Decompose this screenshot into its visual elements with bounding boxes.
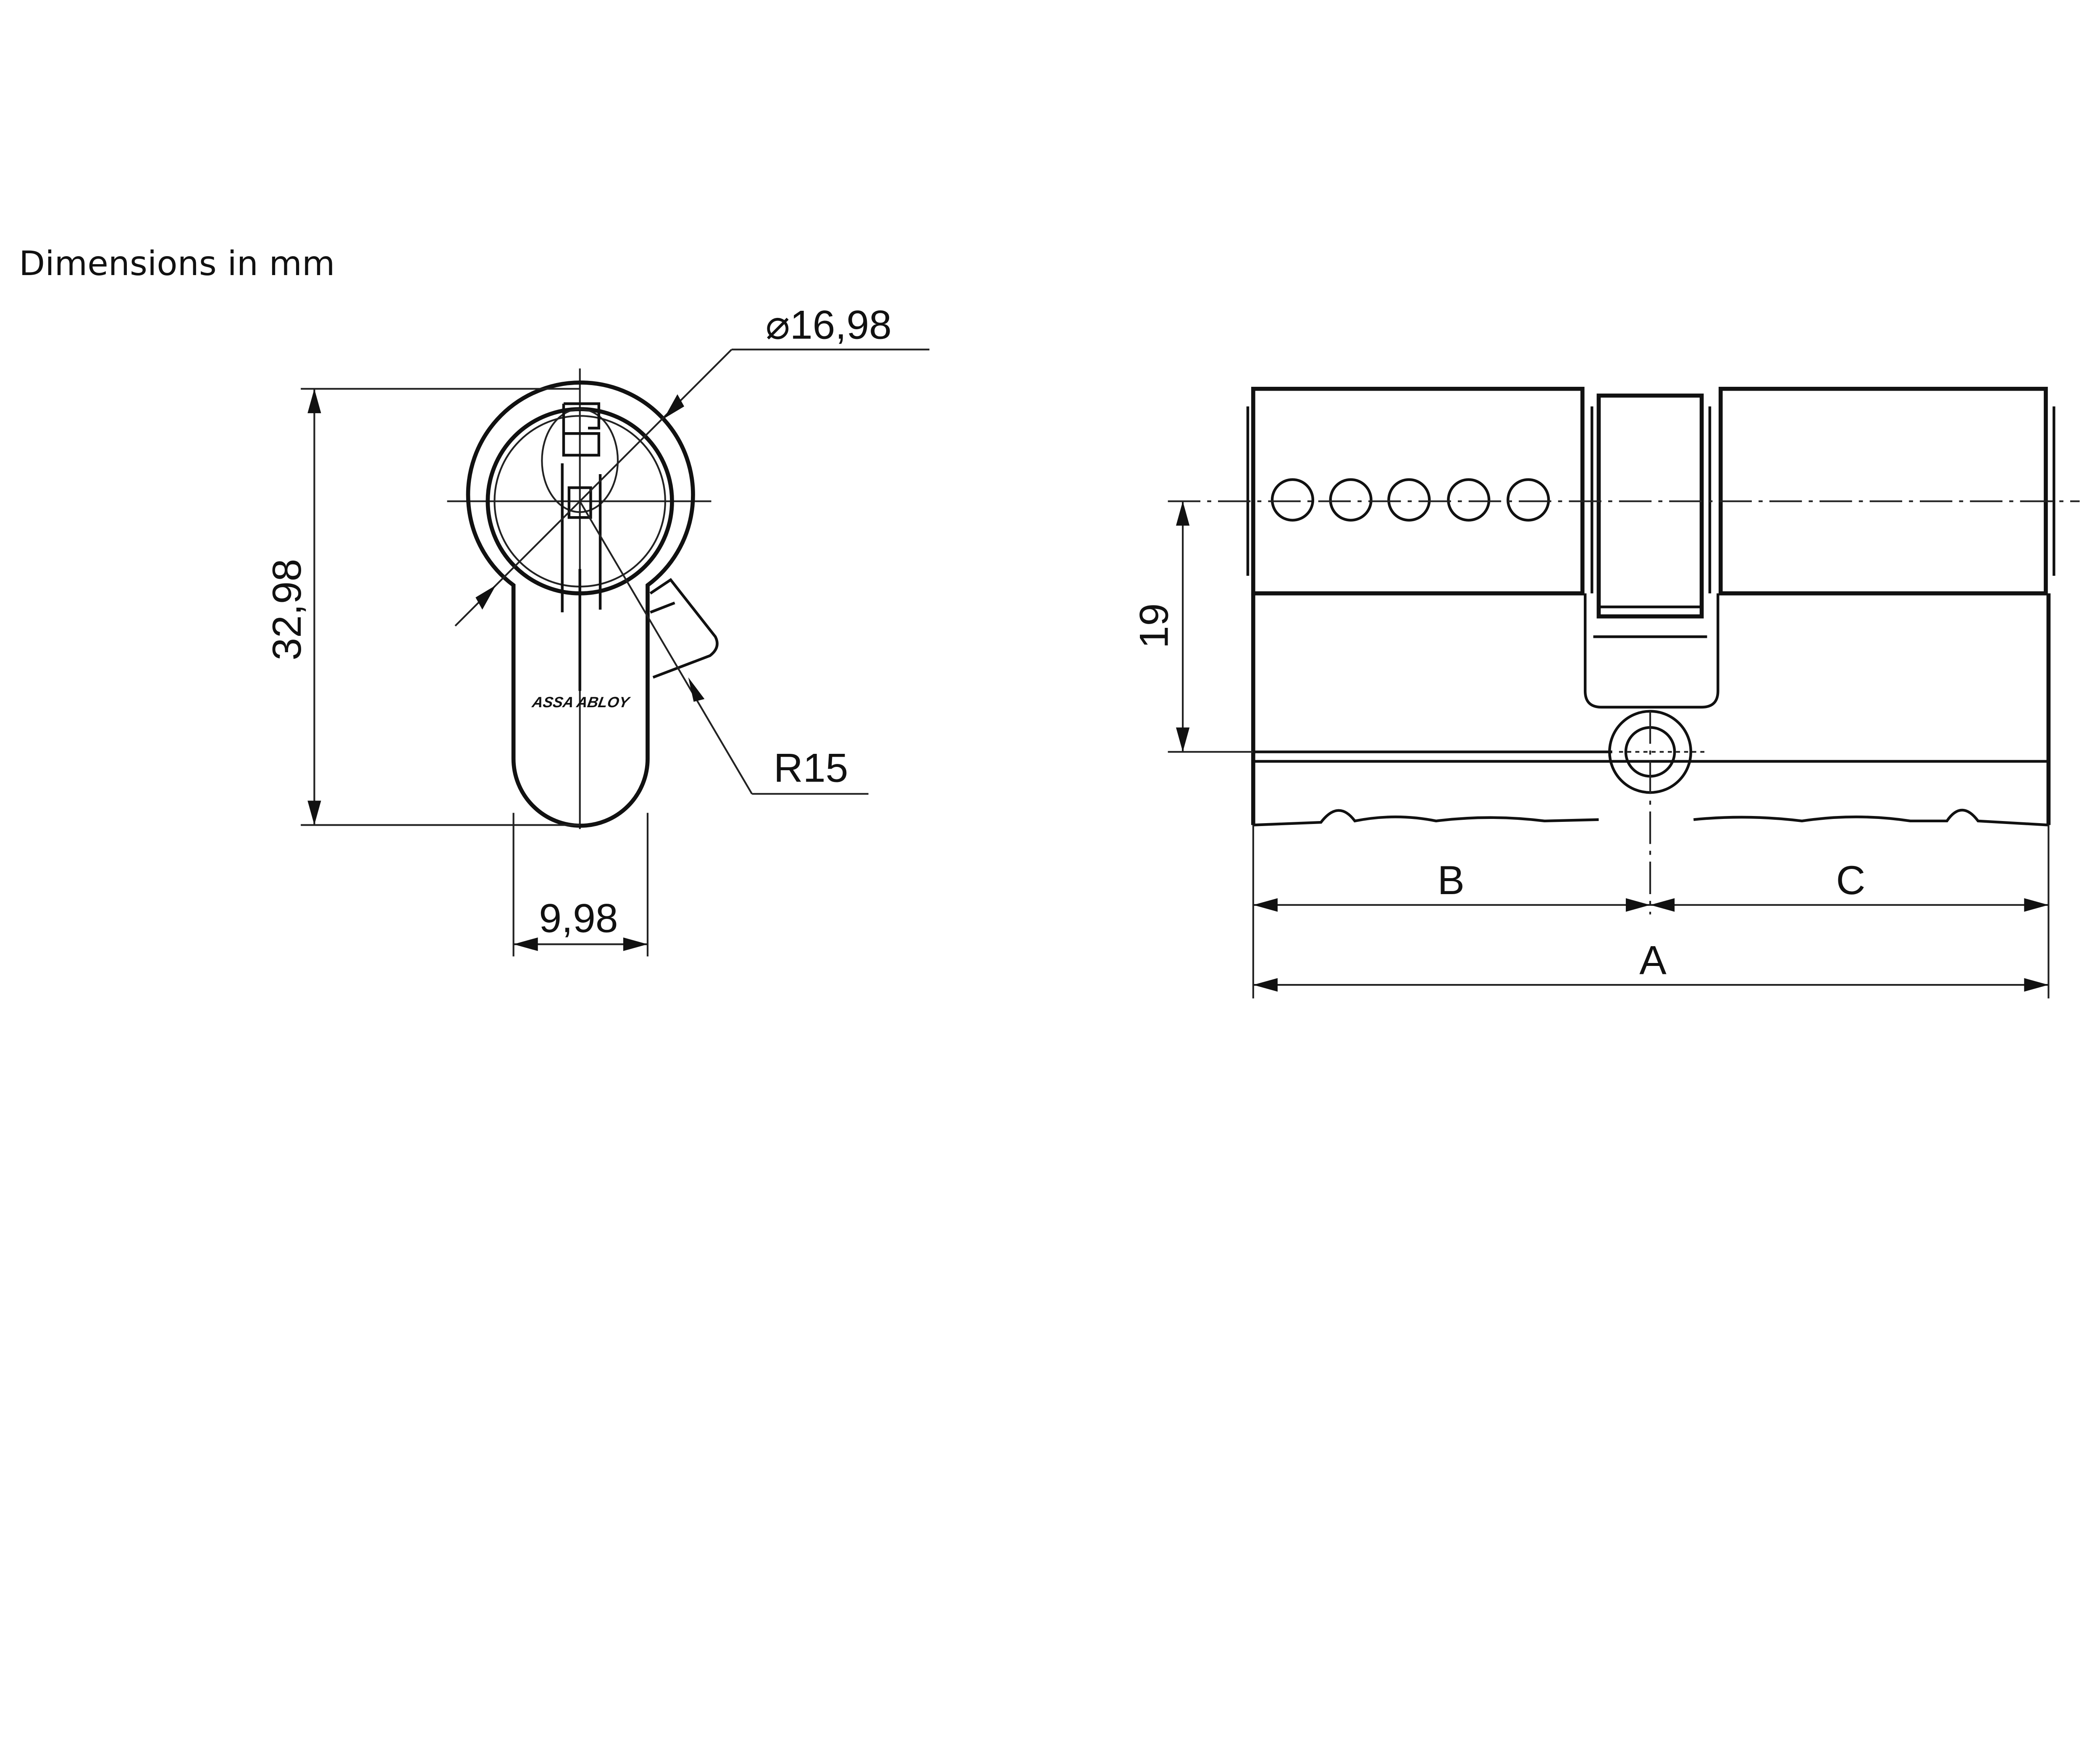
dimension-a-label: A: [1639, 937, 1667, 983]
radius-label: R15: [774, 745, 848, 790]
technical-drawing: Dimensions in mm ASSA ABLOY ⌀16,98 R15 3…: [19, 244, 2080, 999]
front-view: ASSA ABLOY ⌀16,98 R15 32,98 9,98: [264, 302, 929, 957]
drawing-title: Dimensions in mm: [19, 244, 335, 283]
height-label: 32,98: [264, 559, 310, 661]
dimension-b-label: B: [1438, 857, 1465, 903]
side-view: 19 B C A: [1131, 386, 2080, 999]
width-label: 9,98: [539, 895, 618, 941]
dimension-c-label: C: [1836, 857, 1865, 903]
brand-logo: ASSA ABLOY: [530, 694, 632, 711]
offset-label: 19: [1131, 603, 1177, 648]
pin-holes: [1270, 478, 1550, 522]
diameter-label: ⌀16,98: [766, 302, 892, 347]
